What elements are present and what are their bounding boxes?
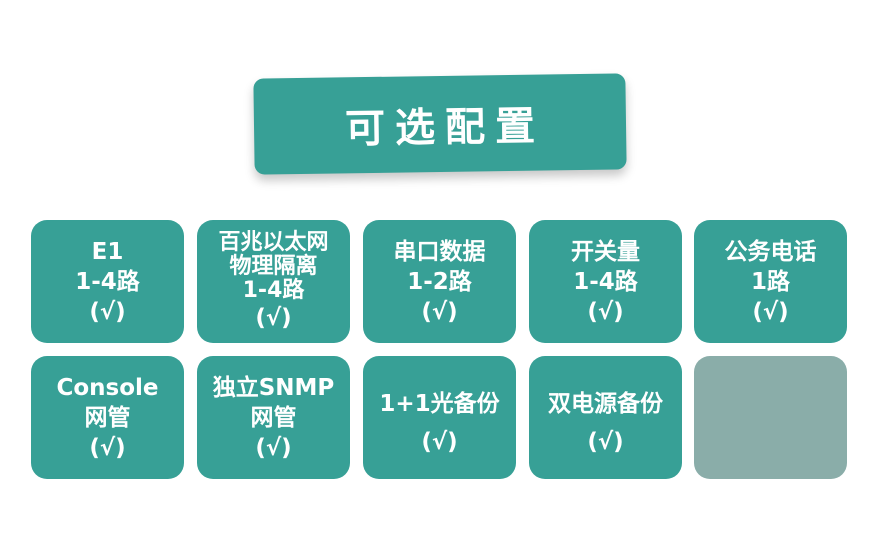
- tile-line: 开关量: [571, 238, 640, 265]
- option-tile-optical-backup: 1+1光备份 (√): [363, 356, 516, 479]
- tile-line: 独立SNMP: [212, 374, 335, 401]
- banner-title: 可选配置: [344, 103, 546, 153]
- check-mark: (√): [587, 298, 624, 325]
- option-tile-ethernet-isolation: 百兆以太网 物理隔离 1-4路 (√): [197, 220, 350, 343]
- check-mark: (√): [255, 434, 292, 461]
- tile-line: 1-2路: [407, 268, 472, 295]
- tile-line: 串口数据: [393, 238, 486, 265]
- check-mark: (√): [421, 428, 458, 455]
- option-tile-snmp: 独立SNMP 网管 (√): [197, 356, 350, 479]
- check-mark: (√): [89, 298, 126, 325]
- option-tile-empty: [694, 356, 847, 479]
- tile-line: 双电源备份: [548, 390, 663, 417]
- title-banner: 可选配置: [253, 73, 627, 175]
- tile-line: 网管: [250, 404, 297, 431]
- tile-line: 1-4路: [573, 268, 638, 295]
- tile-line: 1-4路: [75, 268, 140, 295]
- tile-line: E1: [91, 238, 124, 265]
- tile-line: Console: [56, 374, 159, 401]
- tile-line: 1路: [750, 268, 790, 295]
- option-tile-dual-power: 双电源备份 (√): [529, 356, 682, 479]
- tile-line: 公务电话: [724, 238, 817, 265]
- option-tile-console: Console 网管 (√): [31, 356, 184, 479]
- tile-line: 1+1光备份: [379, 390, 500, 417]
- tile-line: 物理隔离: [229, 253, 318, 279]
- tile-line: 网管: [84, 404, 131, 431]
- tile-line: 百兆以太网: [218, 229, 329, 255]
- option-tile-service-phone: 公务电话 1路 (√): [694, 220, 847, 343]
- check-mark: (√): [587, 428, 624, 455]
- option-tile-e1: E1 1-4路 (√): [31, 220, 184, 343]
- option-tile-switch-quantity: 开关量 1-4路 (√): [529, 220, 682, 343]
- check-mark: (√): [255, 304, 292, 331]
- check-mark: (√): [421, 298, 458, 325]
- option-tile-serial-data: 串口数据 1-2路 (√): [363, 220, 516, 343]
- check-mark: (√): [89, 434, 126, 461]
- check-mark: (√): [752, 298, 789, 325]
- tile-line: 1-4路: [242, 277, 305, 303]
